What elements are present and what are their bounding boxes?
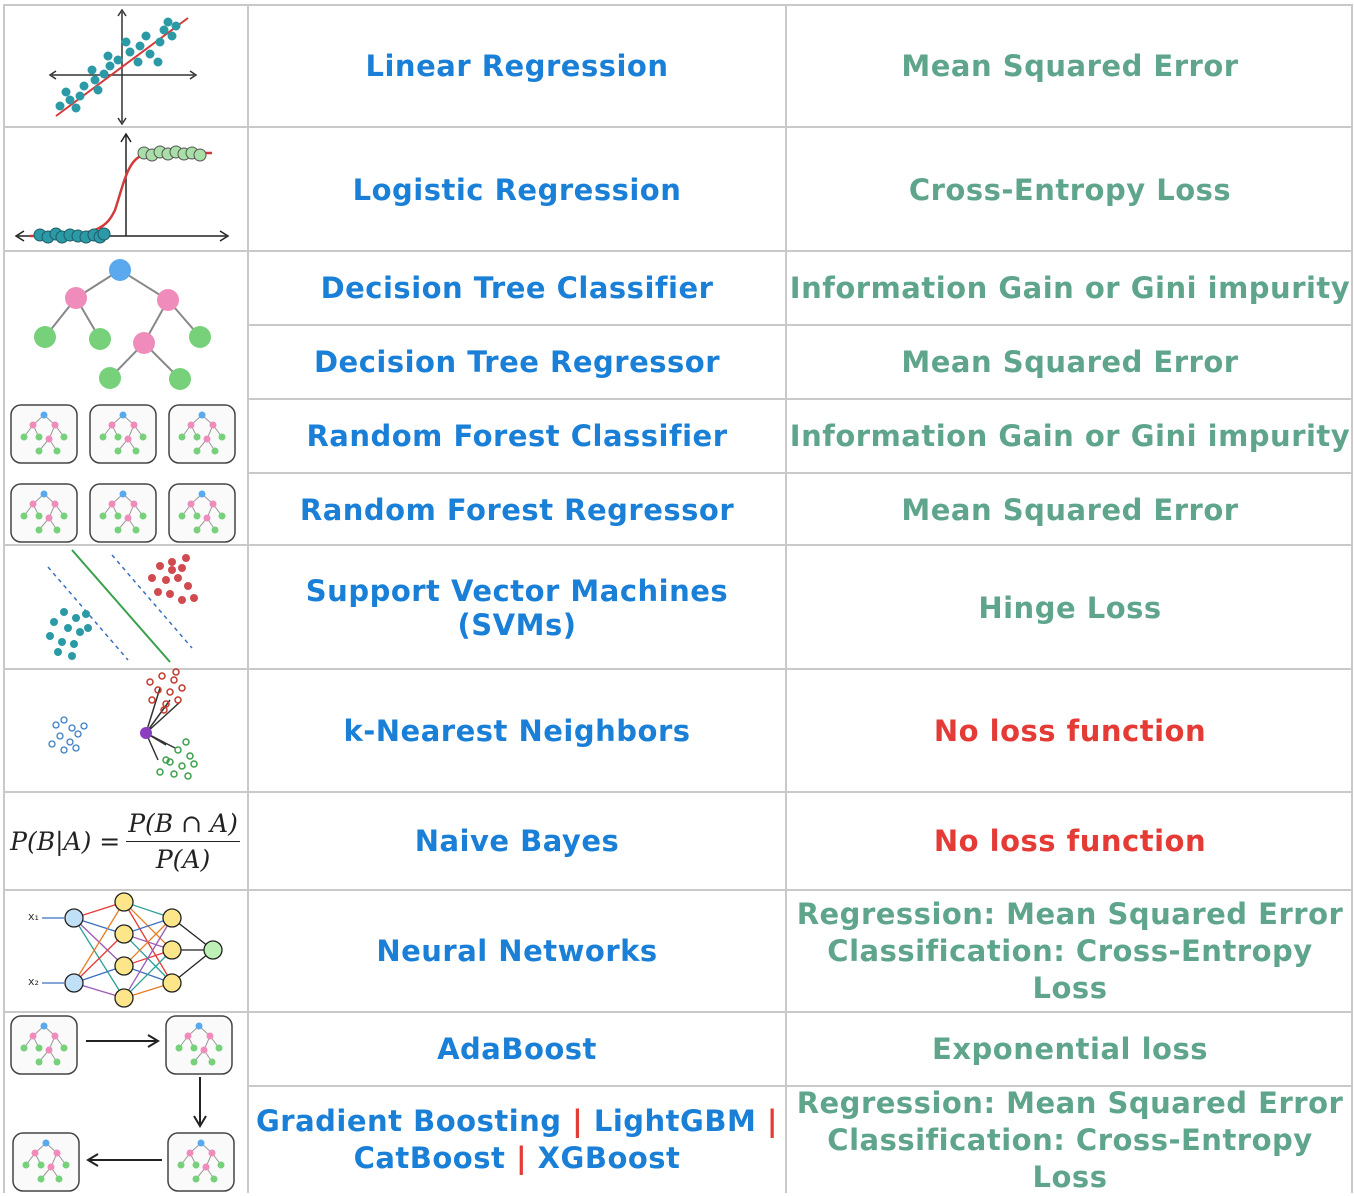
loss-random-forest-regressor: Mean Squared Error <box>901 493 1239 527</box>
loss-line: Classification: Cross-Entropy Loss <box>827 1122 1313 1194</box>
nn-input-label-2: x₂ <box>28 975 39 988</box>
bayes-denominator: P(A) <box>155 844 211 874</box>
model-decision-tree-classifier: Decision Tree Classifier <box>320 271 714 305</box>
model-decision-tree-regressor: Decision Tree Regressor <box>313 345 721 379</box>
bayes-numerator: P(B ∩ A) <box>126 809 240 842</box>
linear-scatter-icon <box>48 8 198 126</box>
model-naive-bayes: Naive Bayes <box>414 824 620 858</box>
model-random-forest-regressor: Random Forest Regressor <box>299 493 735 527</box>
decision-tree-icon <box>34 259 211 390</box>
loss-line: Regression: Mean Squared Error <box>796 1085 1344 1120</box>
nn-input-label-1: x₁ <box>28 910 39 923</box>
knn-icon <box>48 668 198 780</box>
model-catboost: CatBoost <box>353 1141 506 1175</box>
model-xgboost: XGBoost <box>537 1141 681 1175</box>
bayes-lhs: P(B|A) = <box>10 826 121 856</box>
separator: | <box>515 1141 528 1175</box>
sigmoid-curve-icon <box>14 132 230 244</box>
loss-logistic-regression: Cross-Entropy Loss <box>908 172 1232 207</box>
loss-line: Regression: Mean Squared Error <box>796 896 1344 931</box>
model-linear-regression: Linear Regression <box>365 49 669 83</box>
separator: | <box>572 1104 584 1138</box>
forest-icon <box>10 404 236 543</box>
model-random-forest-classifier: Random Forest Classifier <box>306 419 728 453</box>
model-lightgbm: LightGBM <box>593 1104 757 1138</box>
model-knn: k-Nearest Neighbors <box>343 713 691 748</box>
svm-margin-icon <box>46 549 198 663</box>
loss-adaboost: Exponential loss <box>932 1032 1208 1066</box>
separator: | <box>766 1104 779 1138</box>
model-svm: Support Vector Machines (SVMs) <box>305 574 729 642</box>
model-gradient-boosting: Gradient Boosting <box>255 1104 562 1138</box>
model-gradient-boosting-family: Gradient Boosting | LightGBM | CatBoost … <box>248 1087 786 1193</box>
model-neural-networks: Neural Networks <box>376 934 658 968</box>
loss-knn: No loss function <box>933 713 1207 748</box>
neural-network-icon <box>42 892 223 1008</box>
boosting-chain-icon <box>10 1015 235 1192</box>
loss-random-forest-classifier: Information Gain or Gini impurity <box>789 419 1351 453</box>
loss-line: Classification: Cross-Entropy Loss <box>827 933 1313 1005</box>
loss-svm: Hinge Loss <box>978 591 1162 625</box>
loss-gradient-boosting-family: Regression: Mean Squared Error Classific… <box>786 1085 1354 1194</box>
loss-naive-bayes: No loss function <box>933 824 1207 858</box>
loss-neural-networks: Regression: Mean Squared Error Classific… <box>786 891 1354 1011</box>
loss-decision-tree-classifier: Information Gain or Gini impurity <box>789 271 1351 305</box>
bayes-formula: P(B|A) = P(B ∩ A) P(A) <box>4 793 246 889</box>
loss-decision-tree-regressor: Mean Squared Error <box>901 345 1239 379</box>
loss-linear-regression: Mean Squared Error <box>901 49 1239 83</box>
model-logistic-regression: Logistic Regression <box>352 172 682 207</box>
model-adaboost: AdaBoost <box>437 1032 597 1066</box>
